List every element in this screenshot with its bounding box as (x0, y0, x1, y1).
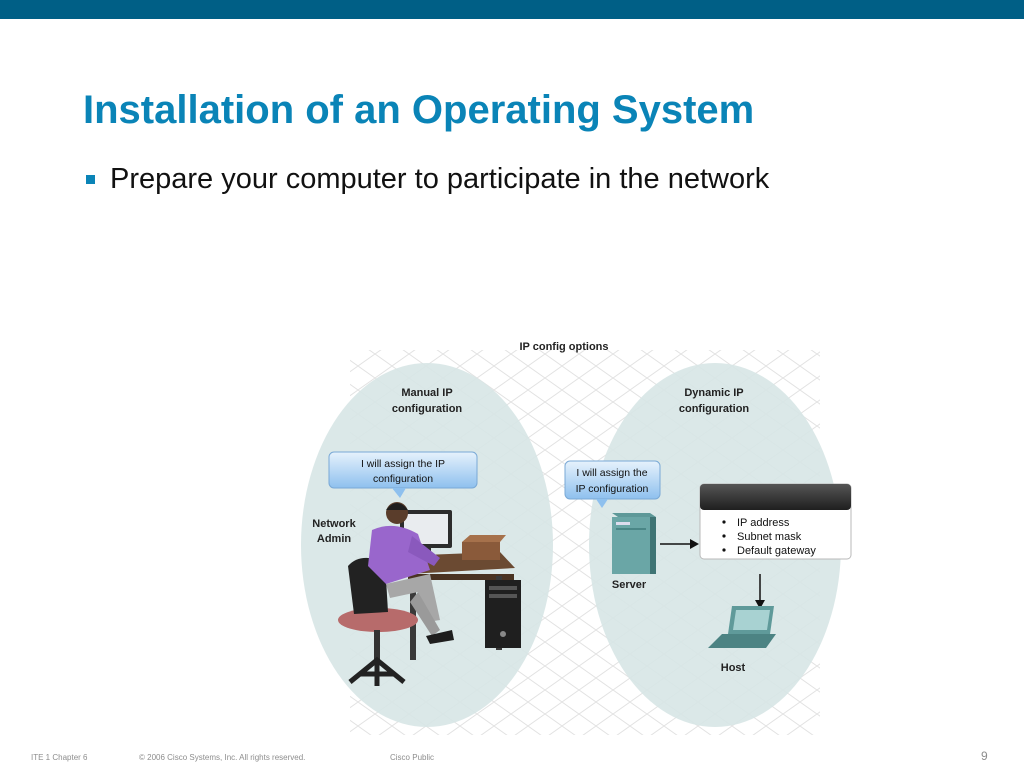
arrow-server-to-config (660, 539, 699, 549)
server-label: Server (612, 579, 647, 591)
server-bubble-line2: IP configuration (576, 483, 649, 495)
config-item-bullet (722, 548, 726, 552)
server-bubble-line1: I will assign the (576, 467, 647, 479)
dynamic-label-line1: Dynamic IP (684, 387, 743, 399)
manual-label-line2: configuration (392, 403, 463, 415)
slide-title: Installation of an Operating System (83, 88, 755, 132)
arrow-config-to-host (755, 574, 765, 609)
top-brand-bar (0, 0, 1024, 19)
diagram-heading: IP config options (519, 341, 608, 353)
footer-classification: Cisco Public (390, 753, 435, 762)
host-label: Host (721, 662, 746, 674)
server-speech-bubble (564, 460, 661, 508)
admin-label-line1: Network (312, 518, 356, 530)
config-item-ip: IP address (737, 517, 790, 529)
admin-bubble-line2: configuration (373, 473, 433, 485)
footer-course: ITE 1 Chapter 6 (31, 753, 88, 762)
ip-config-diagram: IP config options Manual IP configuratio… (301, 341, 852, 735)
host-laptop-icon (708, 606, 776, 648)
config-item-bullet (722, 520, 726, 524)
bullet-square-icon (86, 175, 95, 184)
config-item-gateway: Default gateway (737, 545, 816, 557)
manual-label-line1: Manual IP (401, 387, 452, 399)
admin-bubble-line1: I will assign the IP (361, 458, 445, 470)
config-item-mask: Subnet mask (737, 531, 802, 543)
admin-label-line2: Admin (317, 533, 352, 545)
page-number: 9 (981, 749, 988, 763)
server-icon (612, 513, 656, 574)
bullet-text: Prepare your computer to participate in … (110, 163, 770, 195)
network-admin-workstation (338, 502, 521, 686)
footer-copyright: © 2006 Cisco Systems, Inc. All rights re… (139, 753, 306, 762)
config-item-bullet (722, 534, 726, 538)
admin-speech-bubble (328, 451, 478, 498)
ip-config-panel (699, 483, 852, 560)
bullet-item: Prepare your computer to participate in … (86, 163, 769, 196)
dynamic-label-line2: configuration (679, 403, 750, 415)
